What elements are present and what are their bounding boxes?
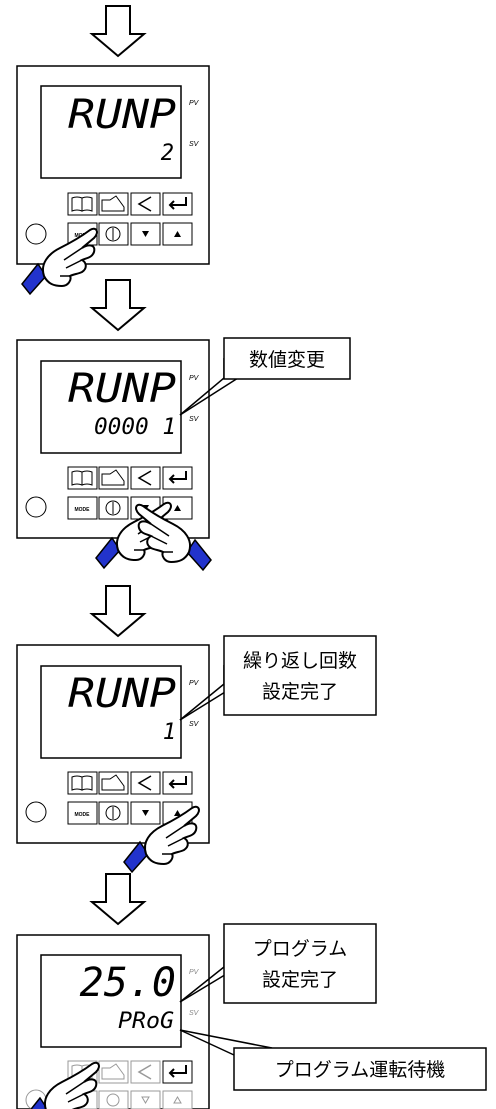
- svg-text:MODE: MODE: [75, 812, 91, 818]
- pv-display: RUNP: [68, 92, 176, 138]
- left-arrow-icon: [137, 470, 152, 486]
- svg-text:設定完了: 設定完了: [262, 969, 338, 991]
- left-key: [130, 192, 161, 216]
- enter-icon: [168, 1065, 187, 1078]
- left-arrow-icon: [137, 775, 152, 791]
- flow-arrow-1: [91, 5, 145, 57]
- controller-panel-3: RUNP 1 PV SV MODE: [16, 644, 210, 844]
- pv-display: RUNP: [68, 671, 176, 717]
- svg-text:プログラム運転待機: プログラム運転待機: [275, 1059, 445, 1081]
- left-arrow-icon: [137, 196, 152, 212]
- left-arrow-icon: [137, 1064, 152, 1080]
- pv-display: 25.0: [80, 960, 176, 1006]
- up-triangle-icon: [174, 231, 181, 237]
- controller-panel-4: 25.0 PRoG PV SV: [16, 934, 210, 1109]
- svg-text:数値変更: 数値変更: [249, 349, 325, 371]
- controller-panel-2: RUNP 0000 1 PV SV MODE: [16, 339, 210, 539]
- callout-program-set: プログラム 設定完了: [179, 923, 377, 1004]
- sv-display: 1: [163, 720, 176, 745]
- sv-display: 2: [161, 141, 174, 166]
- sv-label: SV: [189, 141, 200, 148]
- svg-text:繰り返し回数: 繰り返し回数: [243, 650, 357, 672]
- flow-arrow-2: [91, 279, 145, 331]
- up-triangle-icon: [174, 505, 181, 511]
- sv-display: PRoG: [118, 1009, 174, 1034]
- book-icon: [71, 470, 93, 486]
- svg-text:PV: PV: [189, 375, 200, 382]
- display-window: [40, 85, 182, 179]
- svg-text:PV: PV: [189, 680, 200, 687]
- callout-program-standby: プログラム運転待機: [179, 1029, 487, 1091]
- enter-icon: [168, 197, 187, 210]
- book-icon: [71, 775, 93, 791]
- down-triangle-icon: [142, 231, 149, 237]
- flow-arrow-4: [91, 873, 145, 925]
- svg-text:PV: PV: [189, 969, 200, 976]
- svg-text:SV: SV: [189, 416, 200, 423]
- sv-display: 0000 1: [94, 415, 176, 440]
- pv-display: RUNP: [68, 366, 176, 412]
- enter-icon: [168, 471, 187, 484]
- profile-key: [98, 192, 129, 216]
- callout-repeat-count: 繰り返し回数 設定完了: [179, 635, 377, 721]
- flow-arrow-3: [91, 585, 145, 637]
- ramp-icon: [101, 1063, 125, 1080]
- ramp-icon: [101, 469, 125, 486]
- svg-text:設定完了: 設定完了: [262, 681, 338, 703]
- ramp-icon: [101, 774, 125, 791]
- svg-text:SV: SV: [189, 721, 200, 728]
- callout-change-value: 数値変更: [179, 337, 351, 416]
- ramp-icon: [101, 195, 125, 212]
- svg-text:MODE: MODE: [75, 507, 91, 513]
- book-icon: [71, 196, 93, 212]
- controller-panel-1: RUNP 2 PV SV MODE: [16, 65, 210, 265]
- svg-text:SV: SV: [189, 1010, 200, 1017]
- enter-icon: [168, 776, 187, 789]
- pv-label: PV: [189, 100, 200, 107]
- svg-text:プログラム: プログラム: [253, 938, 347, 960]
- status-lamp: [25, 223, 47, 245]
